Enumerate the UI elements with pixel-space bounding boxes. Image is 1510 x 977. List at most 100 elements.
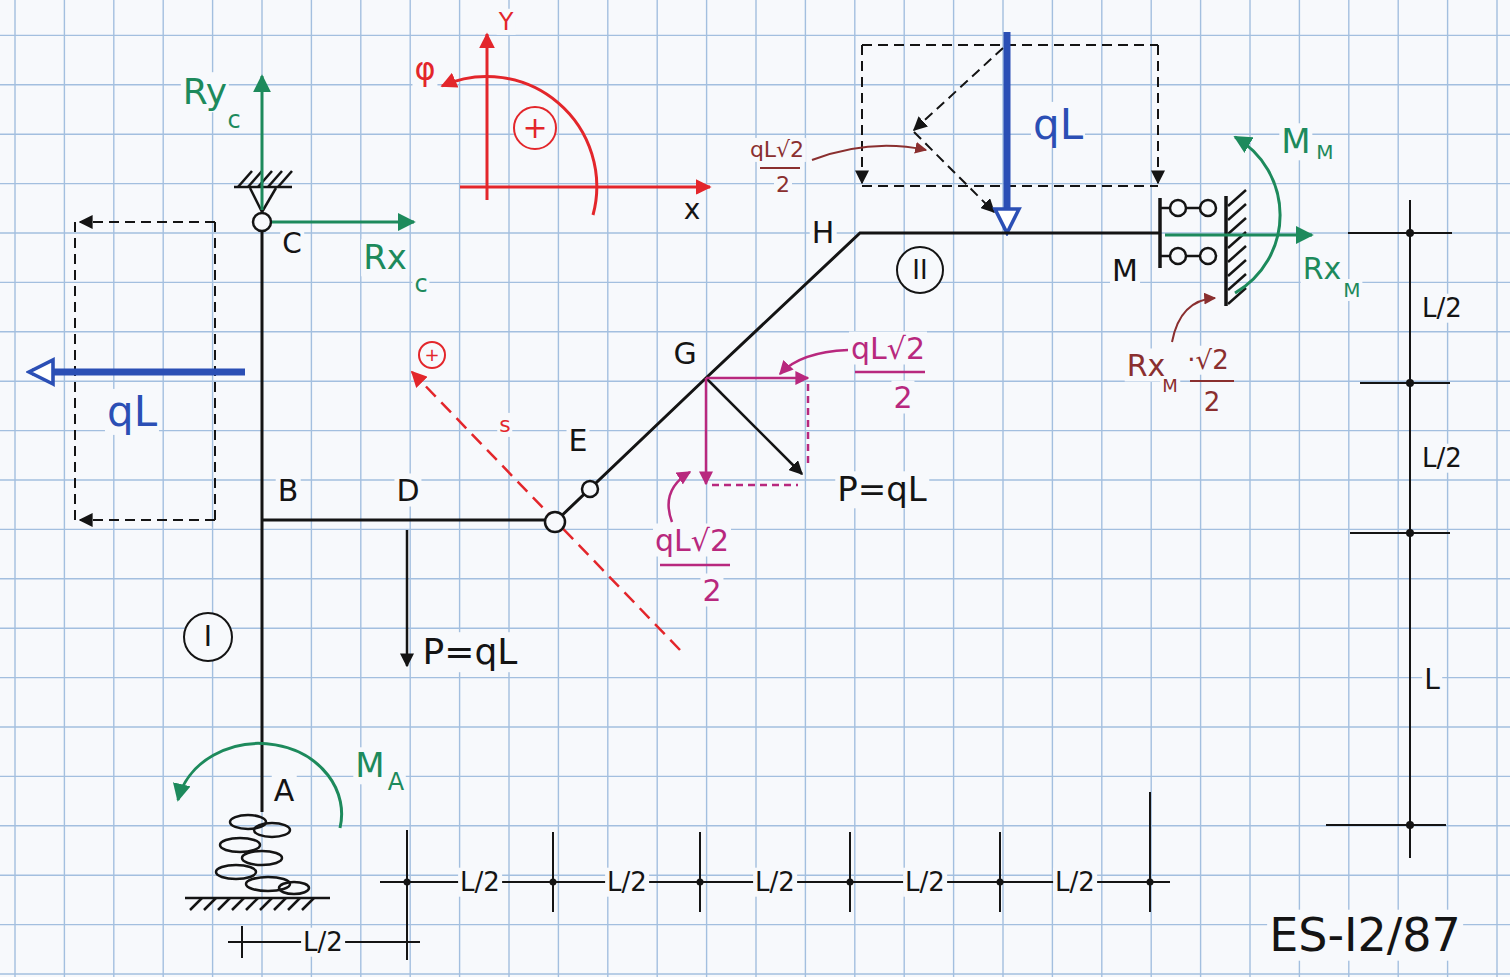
dimension-line (1360, 382, 1450, 384)
leader-line (1172, 298, 1215, 342)
grid-paper (311, 0, 312, 977)
grid-paper (14, 0, 15, 977)
circled-number: + (418, 341, 446, 369)
pin-support (262, 188, 276, 212)
dimension-tick (404, 229, 1415, 886)
grid-paper (0, 973, 1510, 974)
load-components (669, 472, 690, 522)
hinge (253, 213, 598, 532)
load-components (780, 350, 848, 374)
spring-support (274, 898, 286, 910)
spring-support (242, 851, 282, 865)
grid-paper (0, 677, 1510, 678)
hinge (582, 481, 598, 497)
load-components (660, 564, 730, 567)
point-label: C (280, 229, 304, 260)
roller-support (1200, 200, 1216, 216)
grid-paper (508, 0, 509, 977)
point-load-arrow (706, 378, 802, 474)
grid-paper (1150, 0, 1151, 977)
dimension-line (699, 832, 701, 912)
dimension-tick (1406, 229, 1414, 237)
spring-support (190, 898, 202, 910)
grid-paper (162, 0, 163, 977)
grid-paper (0, 183, 1510, 184)
reference-axes (442, 34, 710, 215)
component-label: 2 (700, 574, 723, 607)
subscript: c (412, 271, 429, 297)
grid-paper (1496, 0, 1497, 977)
load-components (712, 484, 798, 487)
distributed-load (861, 45, 863, 183)
node-text: + (424, 346, 439, 364)
dimension-line (1350, 532, 1450, 534)
reference-axes (460, 186, 710, 189)
reference-axes (486, 34, 489, 200)
roller-support (1228, 246, 1246, 262)
circled-number: I (183, 612, 233, 662)
fraction-bar (1190, 380, 1234, 382)
component-label: qL√2 (849, 332, 927, 365)
dimension-line (999, 832, 1001, 912)
dimension-label: L/2 (301, 928, 345, 957)
component-label: 2 (891, 381, 914, 414)
grid-paper (212, 0, 213, 977)
circled-number: II (896, 246, 944, 294)
spring-support (220, 838, 260, 852)
spring-support (232, 898, 244, 910)
reaction-arrow (272, 221, 414, 224)
grid-paper (953, 0, 954, 977)
distributed-load (914, 132, 994, 212)
sheet-number: ES-I2/87 (1267, 910, 1463, 961)
node-text: II (912, 257, 927, 283)
reaction-arrow (178, 76, 1312, 828)
reaction-label: Ry (181, 72, 229, 112)
dimension-label: L/2 (458, 868, 502, 897)
load-components (807, 384, 810, 468)
roller-support (1170, 248, 1186, 264)
pin-support (278, 171, 292, 187)
grid-paper (0, 726, 1510, 727)
point-label: E (567, 424, 590, 457)
dimension-label: L/2 (1420, 444, 1464, 473)
reference-axes (442, 76, 597, 215)
grid-paper (1348, 0, 1349, 977)
grid-paper (706, 0, 707, 977)
component-label: qL√2 (748, 138, 806, 162)
node-text: + (522, 113, 547, 143)
grid-paper (0, 479, 1510, 480)
frame-member (555, 233, 1160, 522)
dimension-label: L/2 (605, 868, 649, 897)
grid-paper (1002, 0, 1003, 977)
point-label: D (394, 474, 421, 507)
grid-paper (459, 0, 460, 977)
roller-support (1228, 190, 1246, 206)
load-components (706, 377, 808, 380)
grid-paper (0, 578, 1510, 579)
component-label: ·√2 (1185, 346, 1230, 375)
leader-line (812, 146, 926, 160)
grid-paper (0, 430, 1510, 431)
subscript: M (1341, 279, 1362, 301)
axis-label: Y (497, 9, 516, 35)
node-text: I (204, 623, 212, 651)
load-label: P=qL (421, 632, 520, 672)
subscript: M (1160, 376, 1180, 396)
spring-support (216, 865, 256, 879)
roller-support (1160, 190, 1246, 306)
dimension-tick (997, 879, 1004, 886)
grid-paper (261, 0, 262, 977)
spring-support (302, 898, 314, 910)
hinge (545, 512, 565, 532)
s-axis (412, 372, 680, 650)
reaction-label: Rx (1301, 252, 1344, 285)
dimension-tick (404, 879, 411, 886)
resultant-load-arrow (1004, 32, 1011, 230)
frame-member (262, 222, 1160, 812)
distributed-load (80, 519, 215, 521)
spring-support (288, 898, 300, 910)
subscript: A (386, 769, 406, 795)
angle-label: φ (412, 52, 437, 87)
dimension-tick (1147, 879, 1154, 886)
